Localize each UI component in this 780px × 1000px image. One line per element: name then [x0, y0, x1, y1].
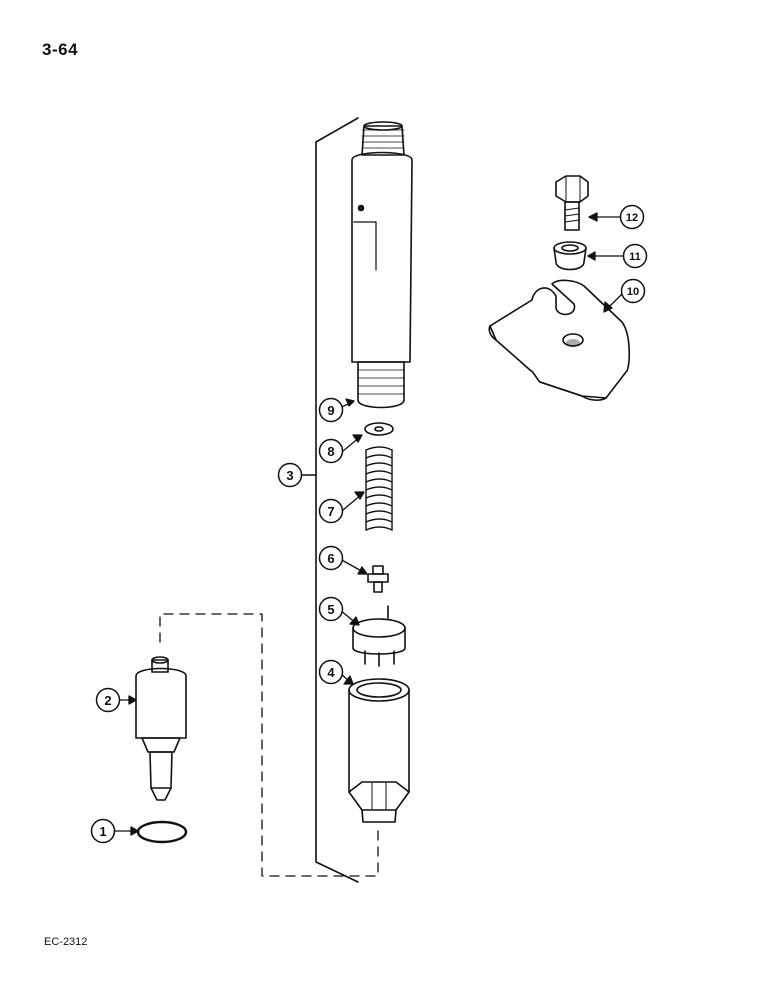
callout-8: 8 — [318, 438, 344, 464]
svg-text:1: 1 — [99, 824, 106, 839]
injector-body-part — [351, 121, 413, 409]
intermediate-plate-part — [352, 605, 406, 667]
spherical-washer-part — [553, 241, 587, 271]
nozzle-nut-part — [348, 678, 410, 823]
callout-10: 10 — [620, 278, 646, 304]
callout-9: 9 — [318, 397, 344, 423]
svg-text:3: 3 — [286, 468, 293, 483]
callout-12: 12 — [619, 204, 645, 230]
callout-2: 2 — [95, 687, 121, 713]
shim-washer-part — [364, 422, 394, 436]
svg-text:7: 7 — [327, 504, 334, 519]
callout-1: 1 — [90, 818, 116, 844]
svg-text:8: 8 — [327, 444, 334, 459]
spring-part — [365, 446, 393, 531]
svg-text:9: 9 — [327, 403, 334, 418]
callout-4: 4 — [318, 659, 344, 685]
dashed-connector — [159, 613, 379, 877]
figure-code: EC-2312 — [44, 936, 88, 948]
nozzle-part — [135, 656, 187, 801]
callout-markers: 1 2 3 4 5 6 7 8 — [90, 204, 648, 844]
callout-11: 11 — [622, 243, 648, 269]
clamp-part — [488, 279, 631, 401]
sealing-ring-part — [136, 820, 188, 844]
svg-text:4: 4 — [327, 665, 335, 680]
callout-5: 5 — [318, 596, 344, 622]
svg-text:11: 11 — [629, 251, 641, 263]
callout-6: 6 — [318, 545, 344, 571]
svg-text:5: 5 — [327, 602, 334, 617]
svg-text:10: 10 — [627, 286, 639, 298]
assembly-bracket — [315, 117, 359, 883]
spindle-part — [367, 565, 389, 593]
callout-3: 3 — [277, 462, 317, 488]
svg-text:2: 2 — [104, 693, 111, 708]
svg-text:6: 6 — [327, 551, 334, 566]
svg-text:12: 12 — [626, 212, 638, 224]
bolt-part — [555, 175, 589, 231]
leader-lines — [114, 212, 624, 836]
page-number: 3-64 — [42, 40, 79, 59]
callout-7: 7 — [318, 498, 344, 524]
